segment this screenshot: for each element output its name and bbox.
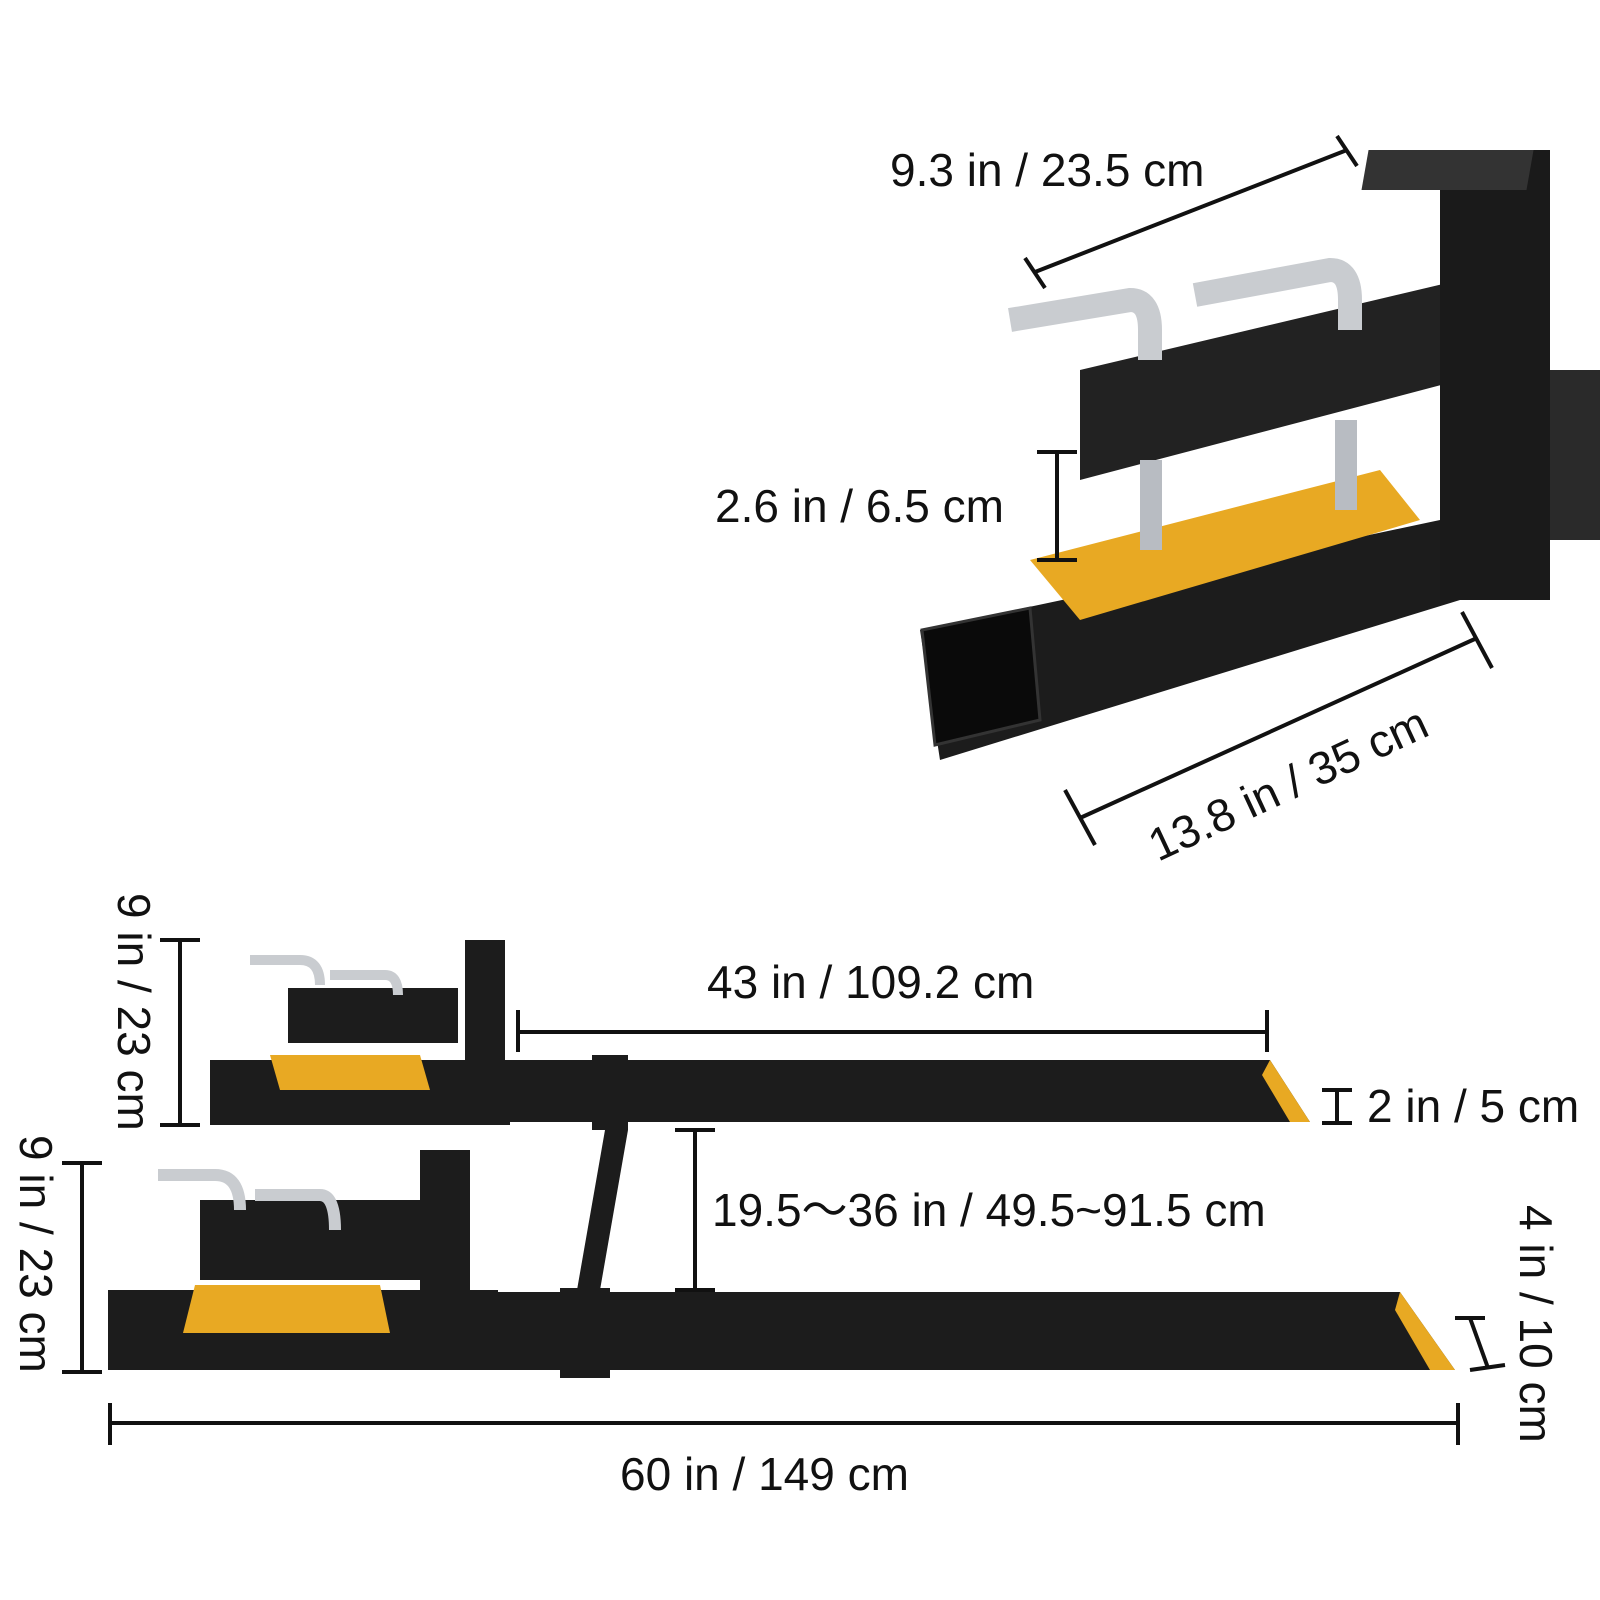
receiver-post	[1440, 150, 1550, 600]
blade-tip	[1395, 1292, 1455, 1370]
threaded-bolt	[1140, 460, 1162, 550]
blade-tip	[1262, 1060, 1310, 1122]
t-handle-pin	[250, 955, 403, 996]
dim-clamp-gap	[1037, 450, 1077, 562]
clamp-upper-block	[1080, 280, 1460, 480]
dim-clamp-height-bottom	[62, 1161, 102, 1374]
fork-blade	[498, 1292, 1455, 1370]
clamp-height-top-label: 9 in / 23 cm	[108, 893, 160, 1131]
spread-label: 19.5～36 in / 49.5~91.5 cm	[712, 1184, 1266, 1236]
t-handle-pin	[1192, 257, 1362, 330]
dim-pin-spacing	[1023, 134, 1359, 290]
dim-blade-length	[516, 1010, 1269, 1052]
blade-length-label: 43 in / 109.2 cm	[707, 956, 1034, 1008]
pin-spacing-label: 9.3 in / 23.5 cm	[890, 144, 1205, 196]
threaded-bolt	[1335, 420, 1357, 510]
clamp-closeup	[920, 150, 1600, 760]
receiver-opening	[1361, 150, 1534, 190]
dim-spread	[675, 1128, 715, 1292]
blade-width-label: 4 in / 10 cm	[1510, 1205, 1562, 1443]
clamp-plate	[183, 1285, 390, 1333]
blade-thickness-label: 2 in / 5 cm	[1367, 1080, 1579, 1132]
fork-top	[210, 940, 1310, 1125]
fork-bottom	[108, 1150, 1455, 1370]
spreader-bar	[560, 1055, 628, 1378]
overall-length-label: 60 in / 149 cm	[620, 1448, 909, 1500]
clamp-tube	[920, 520, 1460, 760]
clamp-height-bottom-label: 9 in / 23 cm	[10, 1135, 62, 1373]
fork-blade	[510, 1060, 1310, 1122]
dim-clamp-height-top	[160, 938, 200, 1127]
receiver-post	[420, 1150, 470, 1370]
clamp-upper-block	[288, 988, 458, 1043]
tube-opening	[920, 606, 1042, 747]
dim-blade-width	[1455, 1316, 1506, 1372]
clamp-plate	[1030, 470, 1420, 620]
dim-clamp-length	[1063, 611, 1494, 846]
t-handle-pin	[158, 1169, 341, 1231]
clamp-gap-label: 2.6 in / 6.5 cm	[715, 480, 1004, 532]
t-handle-pin	[1008, 287, 1162, 360]
clamp-plate	[270, 1055, 430, 1090]
beam-stub	[1550, 370, 1600, 540]
dim-blade-thickness	[1322, 1088, 1352, 1125]
receiver-post	[465, 940, 505, 1125]
dim-overall-length	[108, 1403, 1460, 1445]
clamp-upper-block	[200, 1200, 420, 1280]
